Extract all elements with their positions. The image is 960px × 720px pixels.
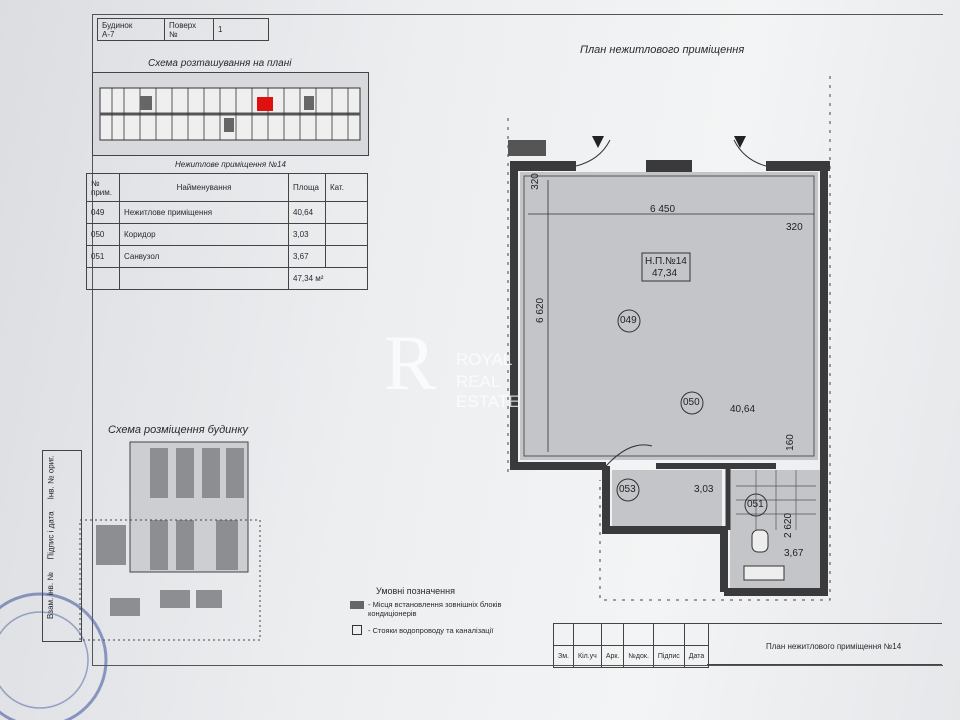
watermark-line2: REAL ESTATE [456,372,520,411]
side-label: Інв. № ориг. [46,455,56,500]
table-row: 051 Санвузол 3,67 [86,245,368,268]
layout-scheme-title: Схема розташування на плані [148,58,292,69]
room-053-area: 3,03 [694,484,714,495]
plan-title: План нежитлового приміщення [580,44,745,56]
legend-item-2: - Стояки водопроводу та каналізації [368,626,494,635]
area-table: № прим. Найменування Площа Кат. 049 Нежи… [86,173,368,290]
dim-320-right: 320 [786,222,803,233]
room-053-circle [616,478,640,502]
riser-legend-icon [352,625,362,635]
side-stamp-column: Інв. № ориг. Підпис і дата Взам. інв. № [42,450,82,642]
unit-location-marker [257,97,273,111]
room-050-label: 050 [683,397,700,408]
building-scheme-title: Схема розміщення будинку [108,424,249,436]
legend-item-1: - Місця встановлення зовнішніх блоків ко… [368,600,502,618]
title-block: Зм. Кіл.уч Арк. №док. Підпис Дата [553,623,710,668]
total-area: 47,34 м² [288,267,368,290]
room-049-floor [520,172,818,460]
table-total-row: 47,34 м² [86,267,368,290]
side-label: Підпис і дата [46,511,56,560]
watermark-logo-icon: R [384,319,437,406]
floor-value: 1 [213,18,269,41]
sink-icon [743,565,785,581]
ac-unit-legend-icon [350,601,364,609]
unit-area: 47,34 [652,268,678,279]
room-051-label: 051 [747,499,764,510]
table-header: Площа [288,173,326,202]
stamp-seal [0,592,108,720]
title-block-caption: План нежитлового приміщення №14 [766,642,902,651]
room-title: Нежитлове приміщення №14 [175,160,286,169]
watermark-line1: ROYAL [456,350,513,369]
toilet-icon [751,529,769,553]
side-label: Взам. інв. № [45,572,55,619]
room-051-circle [744,493,768,517]
table-row: 050 Коридор 3,03 [86,223,368,246]
width-dimension: 6 450 [650,204,676,215]
drawing-frame [92,14,943,666]
legend-title: Умовні позначення [376,586,455,596]
room-053-label: 053 [619,484,636,495]
room-050-circle [680,391,704,415]
room-049-label: 049 [620,315,637,326]
room-051-area: 3,67 [784,548,804,559]
title-block-line [707,623,942,665]
ac-unit-mark [508,140,546,156]
room-050-area: 40,64 [730,404,756,415]
unit-label: Н.П.№14 [645,256,687,267]
room-049-circle [617,309,641,333]
